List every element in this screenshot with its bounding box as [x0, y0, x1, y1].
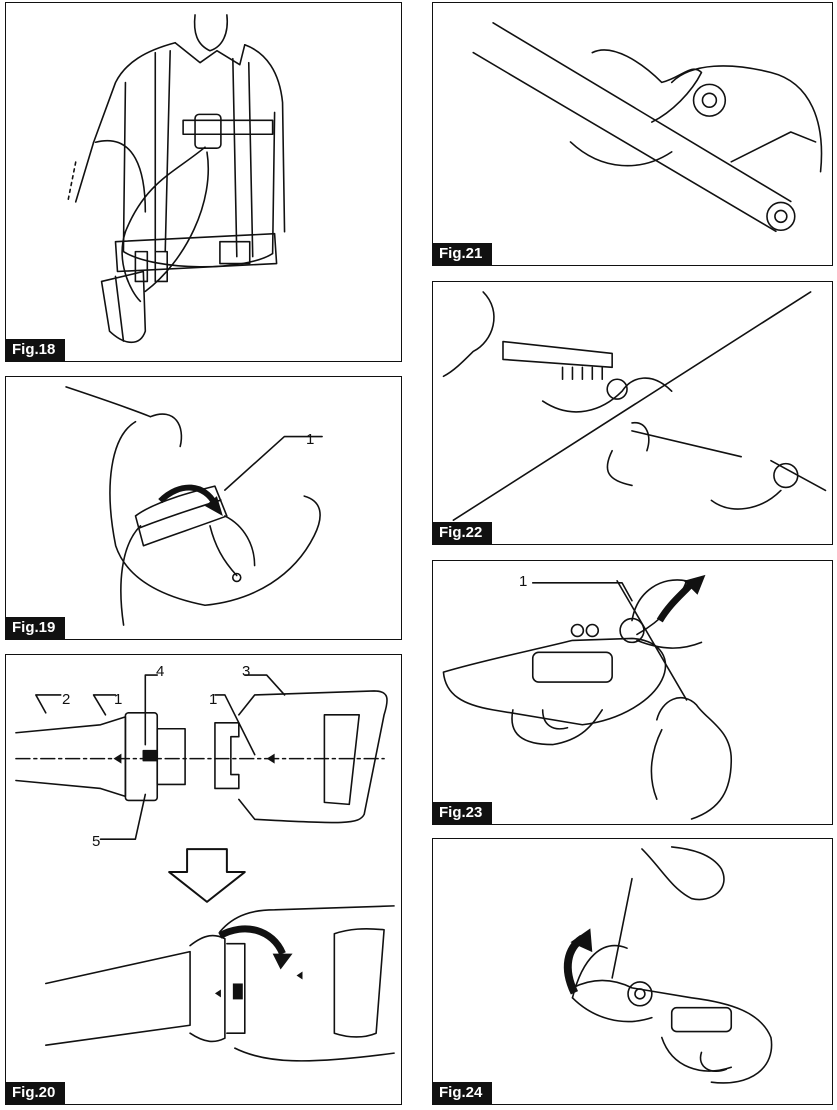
operator-harness-illustration: [66, 14, 286, 344]
armband-illustration: [65, 386, 323, 626]
callout-number: 1: [114, 691, 123, 708]
figure-panel-fig24: Fig.24: [432, 838, 833, 1105]
figure-panel-fig23: 1 Fig.23: [432, 560, 833, 825]
callout-number: 4: [156, 663, 165, 680]
callout-number: 1: [209, 691, 218, 708]
figure-panel-fig19: 1 Fig.19: [5, 376, 402, 640]
figure-label: Fig.20: [6, 1082, 66, 1104]
figure-label: Fig.24: [433, 1082, 493, 1104]
callout-number: 1: [306, 431, 315, 448]
connector-alignment-illustration: [15, 674, 395, 1062]
callout-number: 2: [62, 691, 71, 708]
figure-panel-fig20: 2 1 4 5 3 1 Fig.20: [5, 654, 402, 1105]
callout-number: 3: [242, 663, 251, 680]
figure-label: Fig.22: [433, 522, 493, 544]
cleaning-illustration: [442, 291, 827, 521]
blade-rotation-illustration: [563, 846, 773, 1084]
figure-label: Fig.19: [6, 617, 66, 639]
callout-number: 1: [519, 573, 528, 590]
figure-panel-fig18: Fig.18: [5, 2, 402, 362]
figure-label: Fig.18: [6, 339, 66, 361]
figure-panel-fig22: Fig.22: [432, 281, 833, 545]
blade-opening-illustration: [442, 574, 733, 820]
figure-label: Fig.23: [433, 802, 493, 824]
figure-label: Fig.21: [433, 243, 493, 265]
shear-extension-bar-illustration: [472, 22, 823, 233]
figure-panel-fig21: Fig.21: [432, 2, 833, 266]
callout-number: 5: [92, 833, 101, 850]
